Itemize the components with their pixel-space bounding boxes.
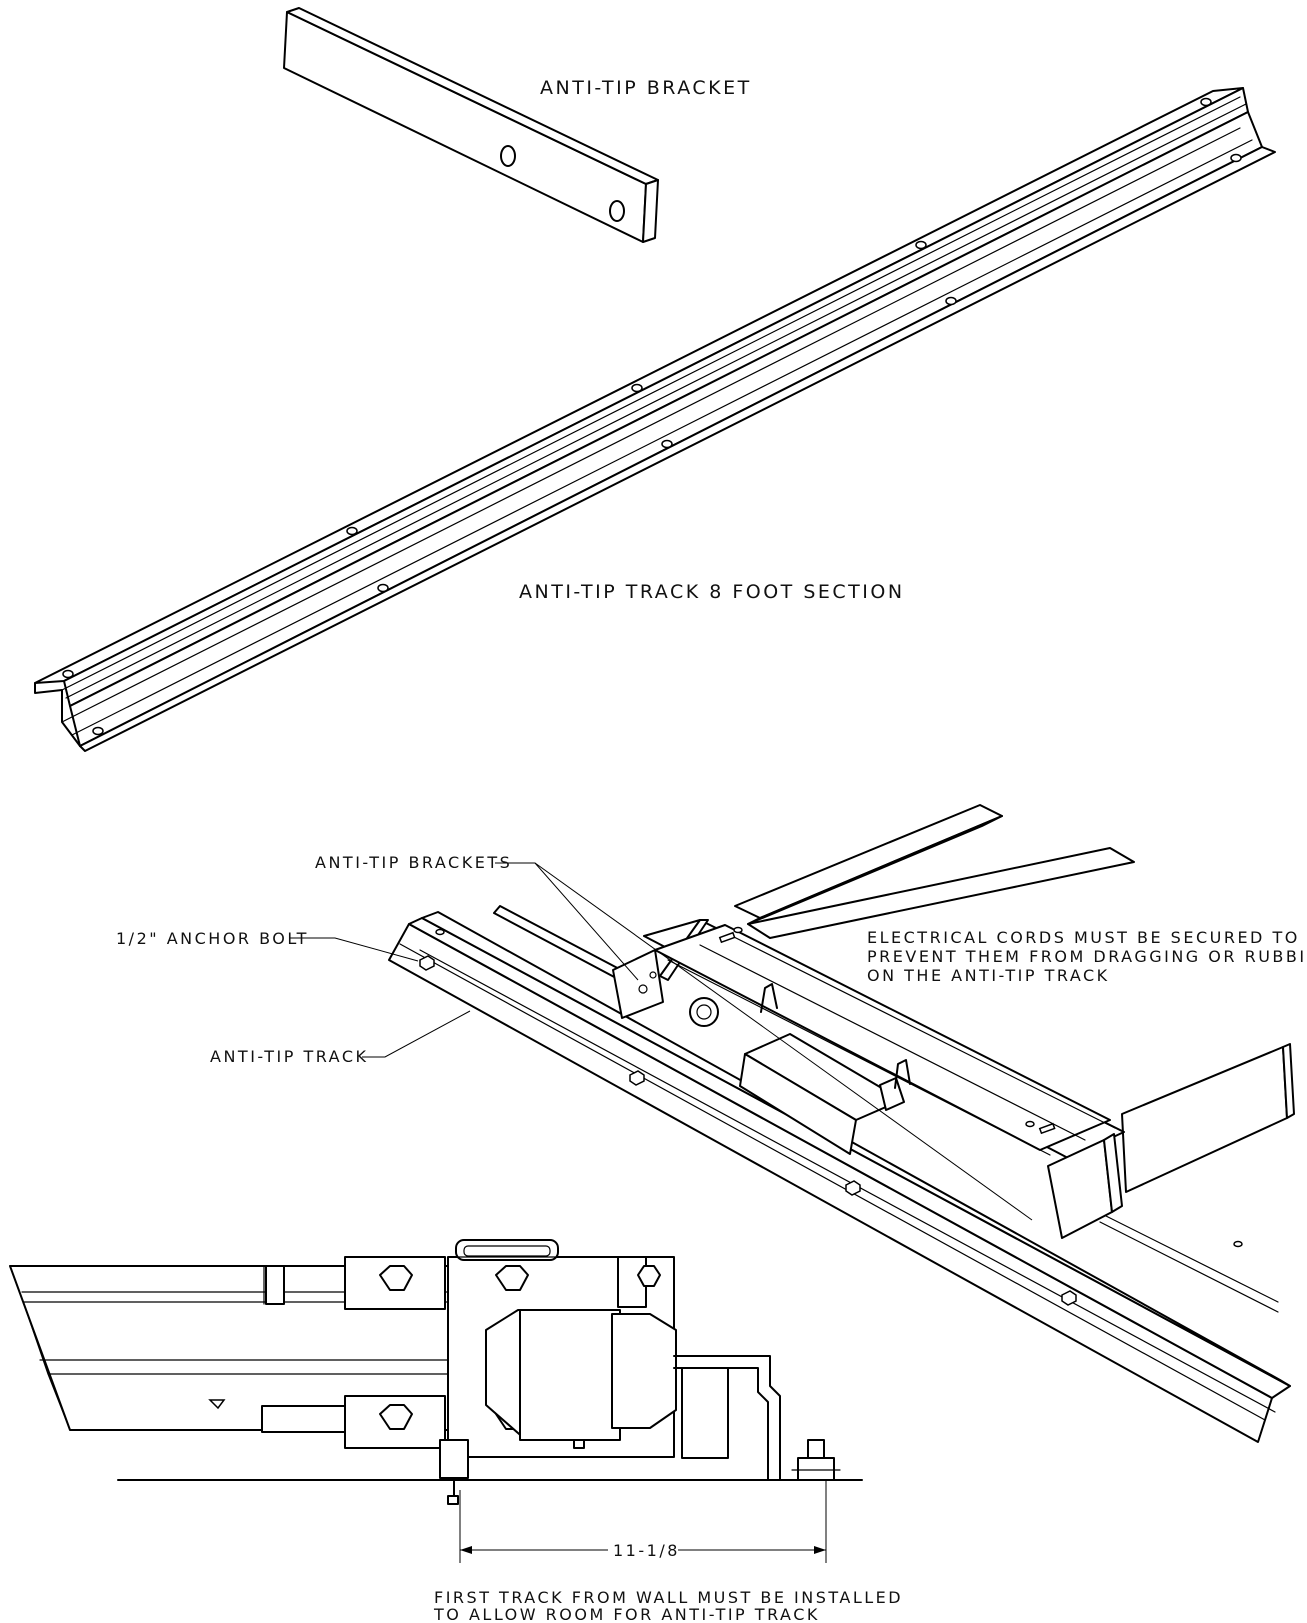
leader-anchor-bolt — [290, 937, 419, 962]
assembly-isometric — [388, 804, 1295, 1443]
electrical-cords-line3: ON THE ANTI-TIP TRACK — [867, 966, 1110, 985]
electrical-cords-line2: PREVENT THEM FROM DRAGGING OR RUBBING — [867, 947, 1307, 966]
electrical-cords-line1: ELECTRICAL CORDS MUST BE SECURED TO — [867, 928, 1300, 947]
anti-tip-track-label: ANTI-TIP TRACK — [210, 1047, 369, 1066]
leader-anti-tip-brackets-2 — [534, 862, 1033, 1221]
anti-tip-track-section-label: ANTI-TIP TRACK 8 FOOT SECTION — [519, 581, 905, 603]
hex-nut-lower-left — [379, 1404, 413, 1430]
first-track-line2: TO ALLOW ROOM FOR ANTI-TIP TRACK — [433, 1605, 820, 1623]
anchor-bolt-label: 1/2" ANCHOR BOLT — [116, 929, 309, 948]
anti-tip-bracket-label: ANTI-TIP BRACKET — [540, 77, 752, 99]
bracket-hole-2 — [609, 200, 625, 222]
side-elevation — [9, 1239, 863, 1505]
hex-nut-upper-left — [379, 1265, 413, 1291]
first-track-line1: FIRST TRACK FROM WALL MUST BE INSTALLED — [434, 1588, 903, 1607]
anti-tip-track-section-part — [34, 87, 1276, 752]
dimension-11-1-8 — [459, 1480, 827, 1563]
dimension-label: 11-1/8 — [613, 1541, 680, 1560]
bracket-hole-1 — [500, 145, 516, 167]
anti-tip-brackets-label: ANTI-TIP BRACKETS — [315, 853, 512, 872]
anti-tip-bracket-part — [283, 7, 659, 243]
leader-anti-tip-track — [362, 1010, 471, 1058]
